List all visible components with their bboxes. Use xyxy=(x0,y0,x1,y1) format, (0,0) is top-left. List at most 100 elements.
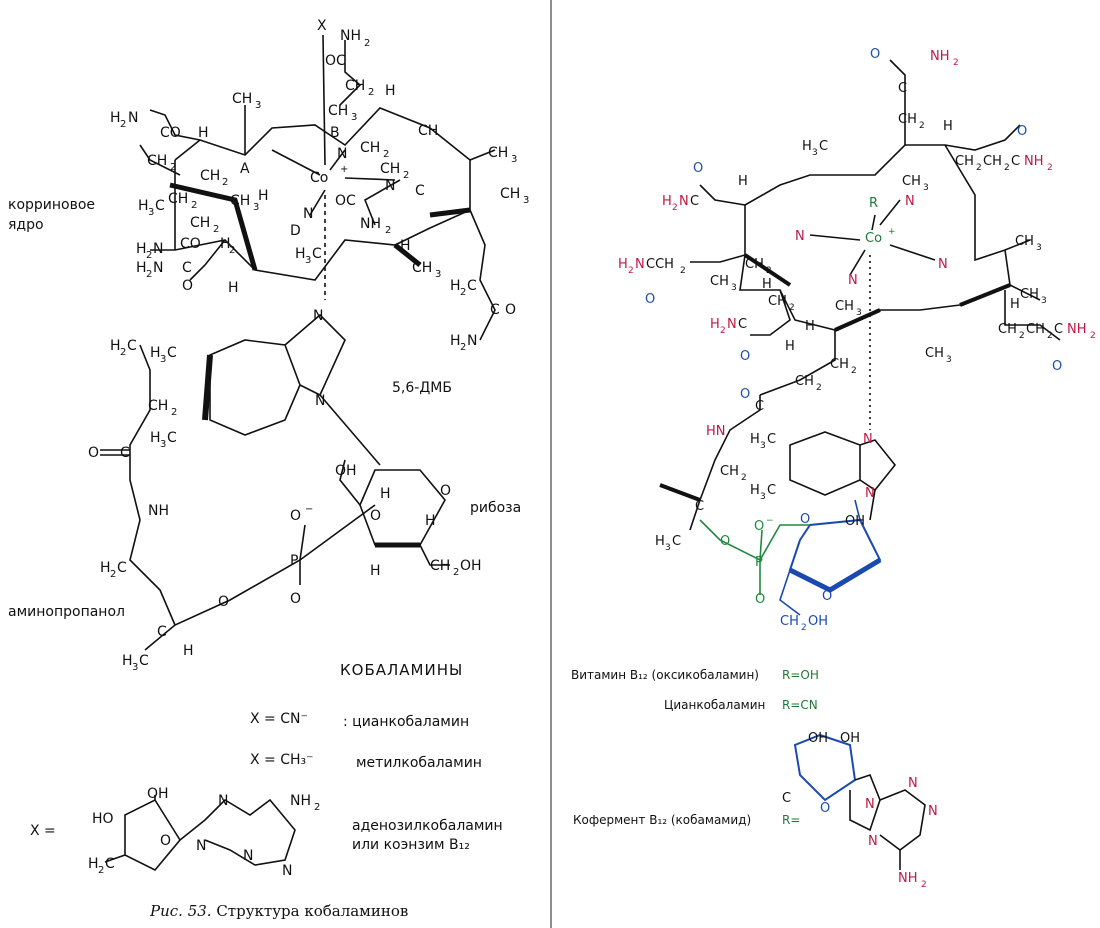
variant-adenosyl-formula: X = xyxy=(30,823,56,839)
svg-text:C: C xyxy=(167,345,177,361)
svg-text:CH: CH xyxy=(1015,234,1034,249)
svg-text:CH: CH xyxy=(200,168,220,184)
svg-text:+: + xyxy=(340,164,348,175)
svg-text:2: 2 xyxy=(460,287,466,298)
svg-text:CH: CH xyxy=(780,614,799,629)
svg-text:C: C xyxy=(490,302,500,318)
svg-text:OH: OH xyxy=(335,463,357,479)
figure-caption: Рис. 53. Структура кобаламинов xyxy=(150,902,408,920)
svg-text:N: N xyxy=(865,486,875,501)
svg-text:OH: OH xyxy=(840,731,860,746)
svg-text:2: 2 xyxy=(628,266,634,276)
svg-text:3: 3 xyxy=(132,662,138,673)
svg-text:C: C xyxy=(120,445,130,461)
svg-text:2: 2 xyxy=(1090,331,1096,341)
svg-text:N: N xyxy=(153,241,163,257)
svg-text:CH: CH xyxy=(955,154,974,169)
svg-text:N: N xyxy=(848,273,858,288)
svg-text:3: 3 xyxy=(160,354,166,365)
svg-text:CCH: CCH xyxy=(646,257,674,272)
svg-text:C: C xyxy=(312,246,322,262)
svg-text:3: 3 xyxy=(1041,296,1047,306)
svg-text:2: 2 xyxy=(919,121,925,131)
svg-text:C: C xyxy=(157,624,167,640)
svg-text:NH: NH xyxy=(1067,322,1087,337)
svg-text:CH: CH xyxy=(488,145,508,161)
svg-text:HO: HO xyxy=(92,811,114,827)
svg-text:OH: OH xyxy=(845,514,865,529)
svg-text:C: C xyxy=(695,499,704,514)
svg-text:H: H xyxy=(228,280,239,296)
svg-text:CH: CH xyxy=(148,398,168,414)
svg-text:2: 2 xyxy=(191,200,197,211)
svg-text:H: H xyxy=(662,194,672,209)
variant-adenosyl-name-line1: аденозилкобаламин xyxy=(352,818,503,834)
svg-text:C: C xyxy=(767,432,776,447)
svg-text:H: H xyxy=(138,198,149,214)
svg-text:Co: Co xyxy=(310,170,328,186)
variant-adenosyl-name-line2: или коэнзим B₁₂ xyxy=(352,837,470,853)
svg-text:N: N xyxy=(928,804,938,819)
variant-ch3-name: метилкобаламин xyxy=(356,755,482,771)
svg-text:NH: NH xyxy=(290,793,311,809)
svg-text:H: H xyxy=(762,277,772,292)
svg-text:3: 3 xyxy=(665,543,671,553)
svg-text:C: C xyxy=(672,534,681,549)
svg-text:N: N xyxy=(905,194,915,209)
svg-text:N: N xyxy=(128,110,138,126)
svg-text:NH: NH xyxy=(360,216,381,232)
svg-text:H: H xyxy=(150,430,161,446)
svg-text:O: O xyxy=(182,278,193,294)
svg-text:3: 3 xyxy=(253,202,259,213)
svg-text:2: 2 xyxy=(314,802,320,813)
aminopropanol-label: аминопропанол xyxy=(8,604,125,620)
svg-text:CH: CH xyxy=(720,464,739,479)
svg-text:2: 2 xyxy=(460,342,466,353)
svg-text:3: 3 xyxy=(923,183,929,193)
svg-text:2: 2 xyxy=(801,623,807,633)
svg-text:D: D xyxy=(290,223,301,239)
svg-text:NH: NH xyxy=(898,871,918,886)
svg-text:2: 2 xyxy=(364,38,370,49)
svg-text:2: 2 xyxy=(385,225,391,236)
svg-text:C: C xyxy=(467,278,477,294)
figure-caption-number: Рис. 53. xyxy=(150,902,212,920)
svg-text:O: O xyxy=(505,302,516,318)
svg-text:−: − xyxy=(305,504,313,515)
svg-text:C: C xyxy=(167,430,177,446)
svg-text:CH: CH xyxy=(983,154,1002,169)
svg-text:C: C xyxy=(690,194,699,209)
svg-text:+: + xyxy=(888,227,896,237)
svg-text:P: P xyxy=(755,555,763,570)
svg-text:H: H xyxy=(380,486,391,502)
svg-text:C: C xyxy=(738,317,747,332)
svg-text:3: 3 xyxy=(160,439,166,450)
svg-text:CH: CH xyxy=(380,161,400,177)
svg-text:C: C xyxy=(182,260,192,276)
svg-text:2: 2 xyxy=(1019,331,1025,341)
svg-text:3: 3 xyxy=(946,355,952,365)
svg-text:2: 2 xyxy=(1047,163,1053,173)
svg-text:3: 3 xyxy=(812,148,818,158)
svg-text:2: 2 xyxy=(213,224,219,235)
svg-text:H: H xyxy=(738,174,748,189)
svg-text:C: C xyxy=(117,560,127,576)
svg-text:H: H xyxy=(710,317,720,332)
vitamin-b12-r: R=OH xyxy=(782,668,819,682)
ribose-label: рибоза xyxy=(470,500,522,516)
svg-text:OH: OH xyxy=(808,731,828,746)
svg-text:2: 2 xyxy=(170,162,176,173)
svg-text:H: H xyxy=(100,560,111,576)
svg-text:N: N xyxy=(337,146,347,162)
svg-text:2: 2 xyxy=(146,250,152,261)
right-cobalamin-structure xyxy=(659,59,1061,870)
svg-text:2: 2 xyxy=(453,567,459,578)
svg-text:N: N xyxy=(303,206,313,222)
svg-text:H: H xyxy=(110,110,121,126)
svg-text:O: O xyxy=(800,512,810,527)
left-cobalamin-structure xyxy=(100,34,496,871)
svg-text:C: C xyxy=(105,856,115,872)
svg-text:N: N xyxy=(153,260,163,276)
